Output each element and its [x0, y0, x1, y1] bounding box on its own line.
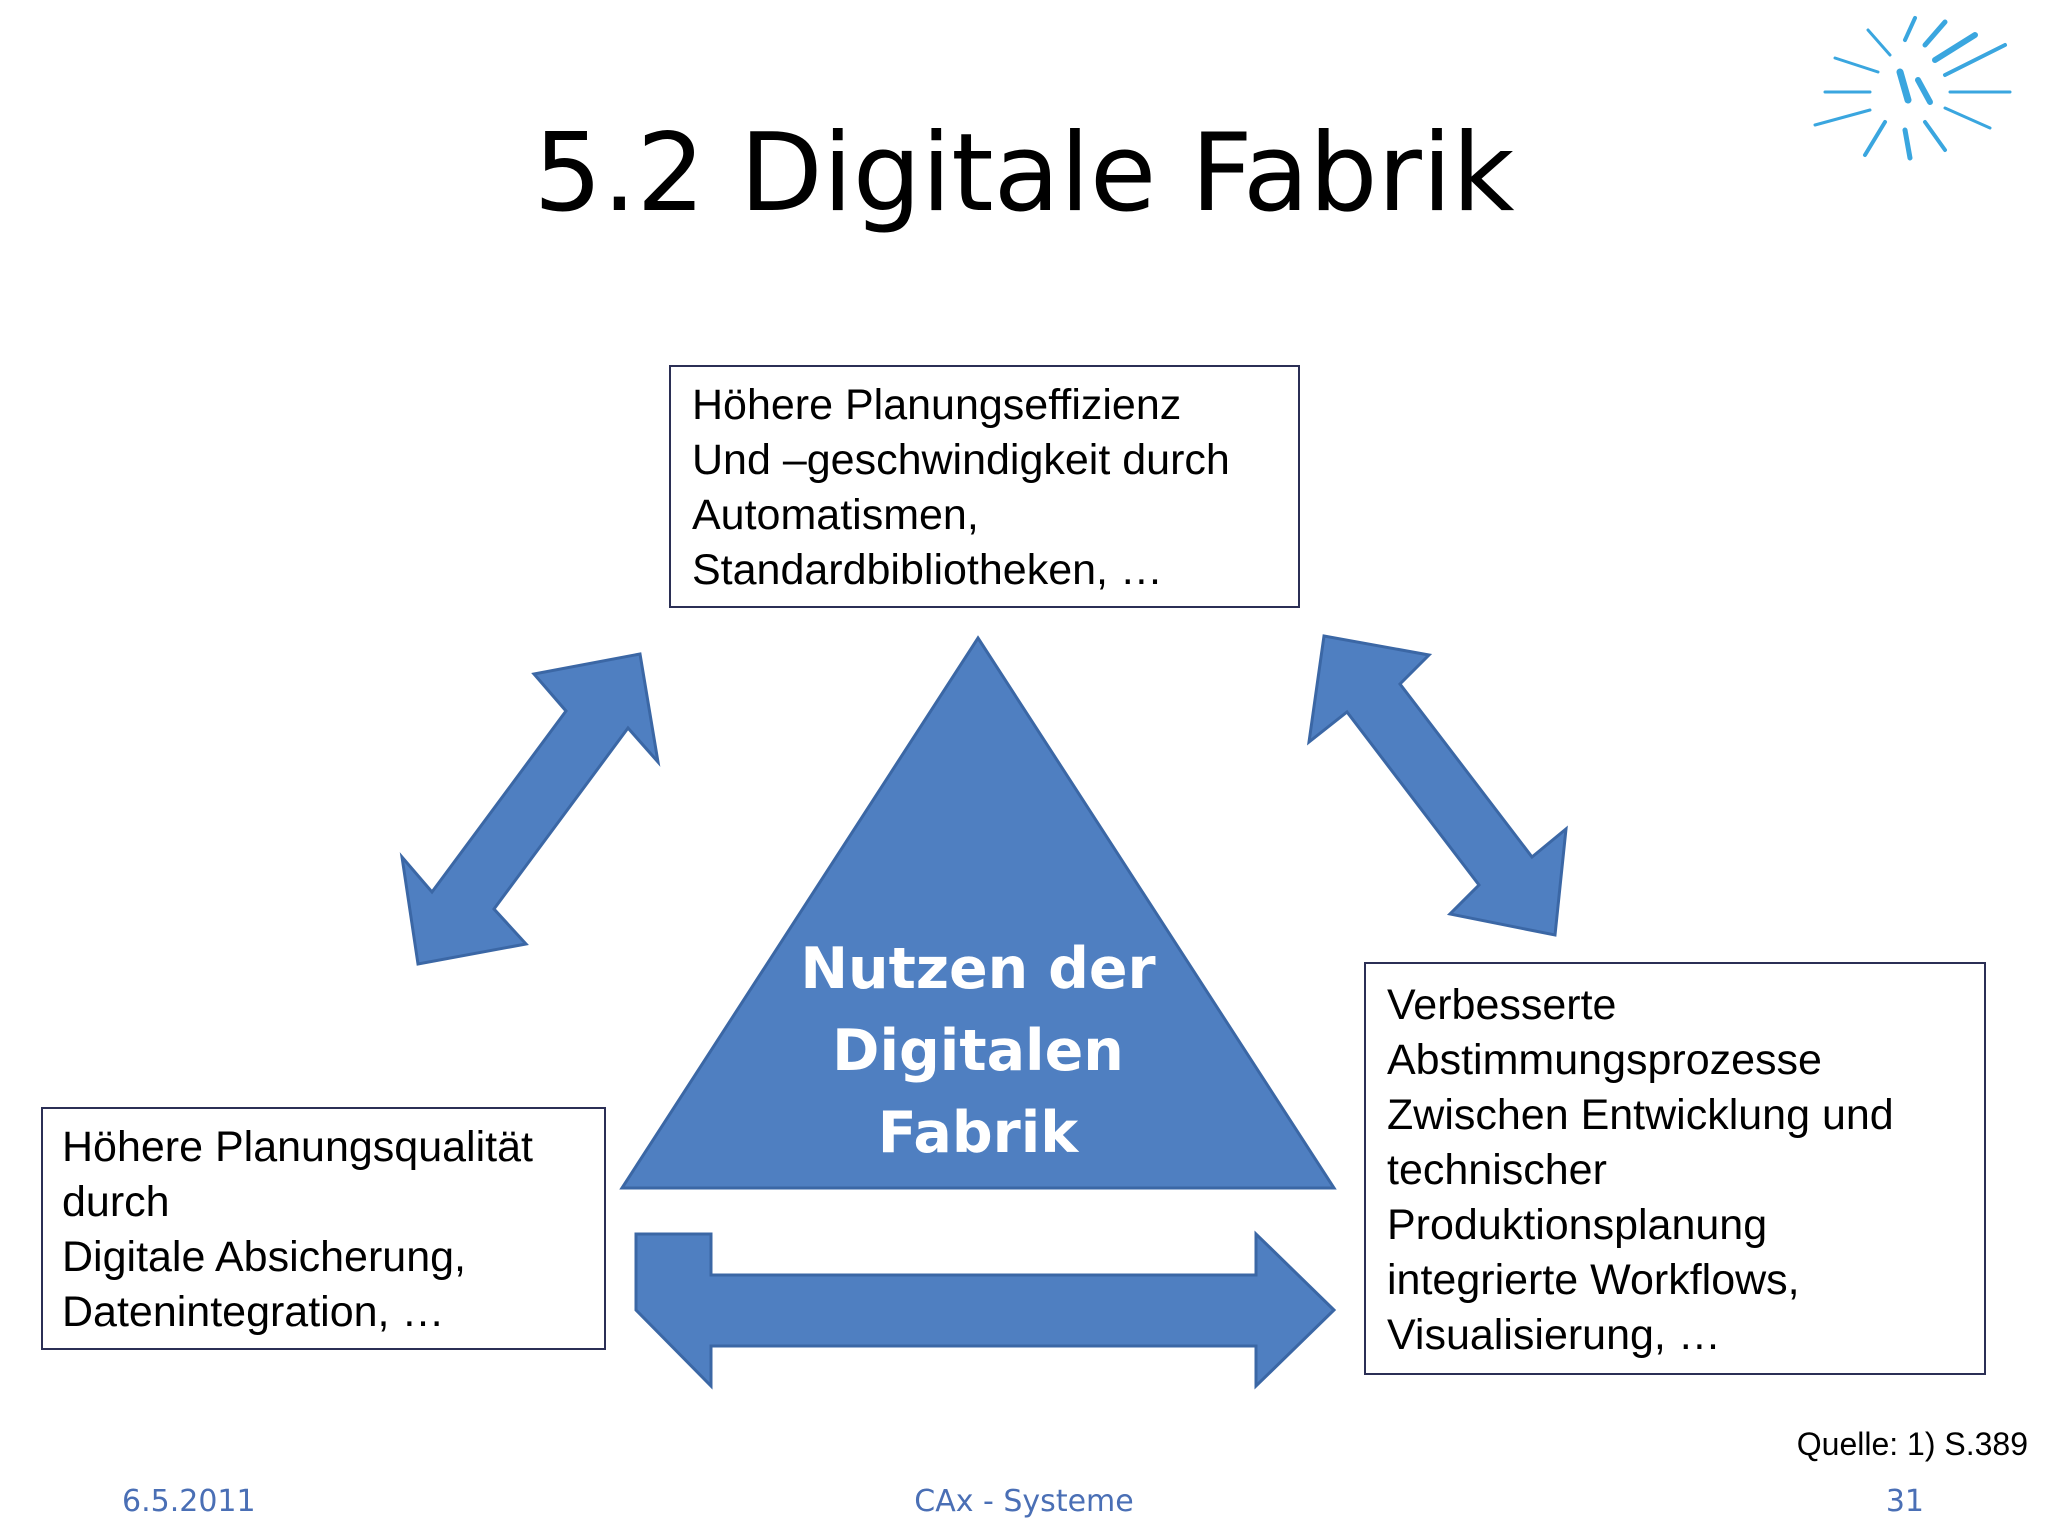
- double-arrow-top-right: [1306, 634, 1568, 937]
- slide-title: 5.2 Digitale Fabrik: [533, 111, 1515, 236]
- benefit-box-quality: Höhere Planungsqualität durch Digitale A…: [41, 1107, 606, 1350]
- benefit-box-coordination: Verbesserte Abstimmungsprozesse Zwischen…: [1364, 962, 1986, 1375]
- double-arrow-bottom: [634, 1230, 1337, 1390]
- benefit-box-efficiency: Höhere Planungseffizienz Und –geschwindi…: [669, 365, 1300, 608]
- footer-course-title: CAx - Systeme: [914, 1484, 1134, 1519]
- logo-icon: [1813, 16, 2012, 161]
- double-arrow-top-left: [399, 652, 661, 966]
- source-note: Quelle: 1) S.389: [1796, 1426, 2028, 1462]
- center-triangle: [619, 635, 1337, 1190]
- center-label-text: Nutzen der Digitalen Fabrik: [800, 936, 1156, 1166]
- footer-date: 6.5.2011: [122, 1484, 256, 1519]
- footer-page-number: 31: [1885, 1484, 1924, 1519]
- center-label: Nutzen der Digitalen Fabrik: [760, 928, 1196, 1174]
